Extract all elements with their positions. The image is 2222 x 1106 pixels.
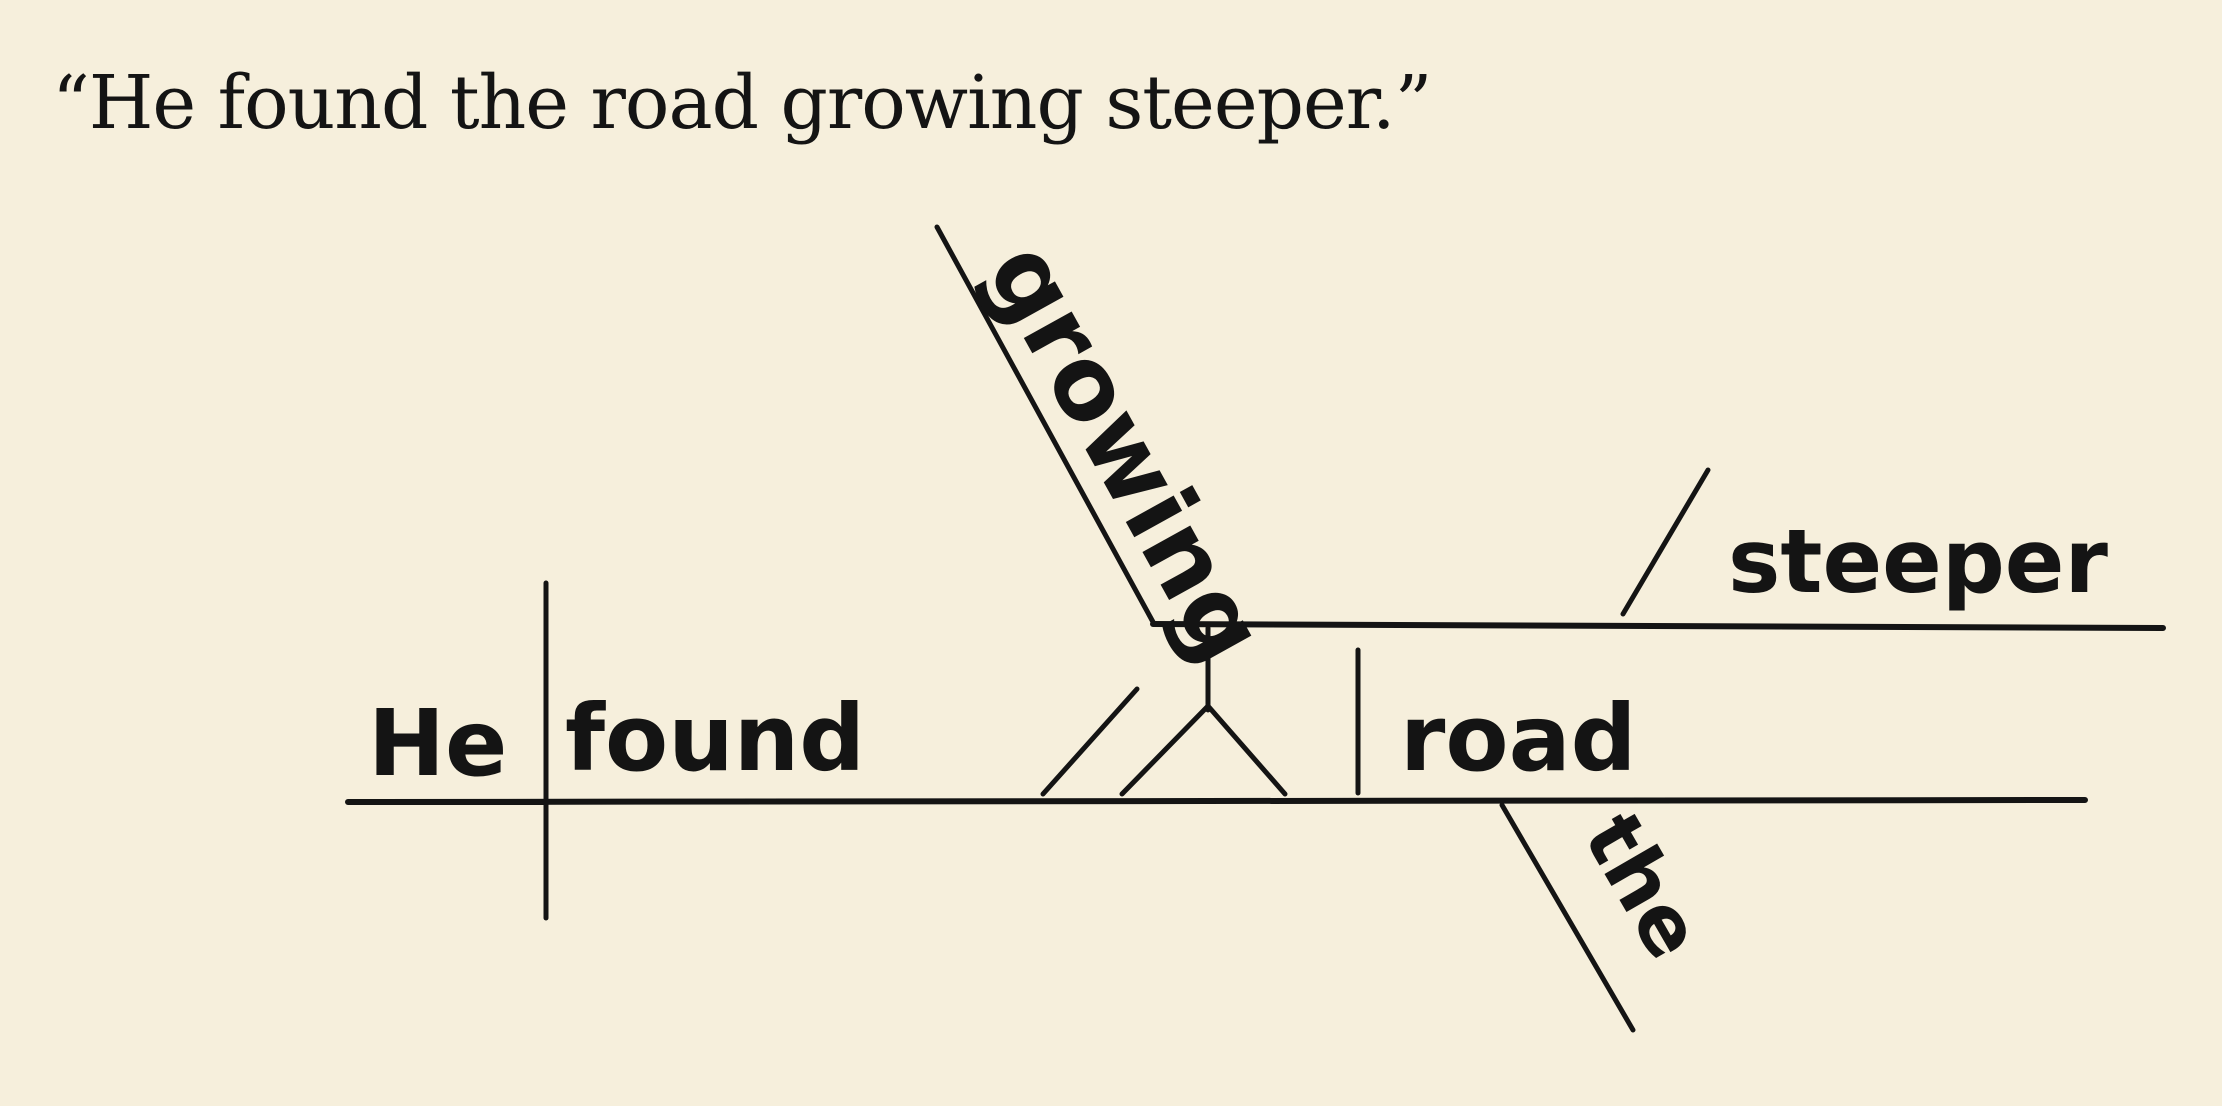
participle-slant (934, 224, 1156, 625)
verb-word: found (565, 685, 865, 792)
article-word: the (1566, 798, 1721, 974)
subject-word: He (368, 690, 507, 797)
pedestal-fork-left (1119, 703, 1211, 797)
pedestal-fork-right (1205, 703, 1288, 797)
object-complement-slant (1040, 686, 1140, 797)
main-baseline (345, 797, 2088, 805)
complement-word: steeper (1728, 510, 2108, 613)
article-slant (1499, 802, 1636, 1033)
object-word: road (1400, 685, 1637, 792)
participle-word: growing (964, 223, 1289, 681)
phrase-line (1150, 621, 2166, 631)
complement-slant (1620, 467, 1711, 617)
example-sentence: “He found the road growing steeper.” (52, 60, 1432, 146)
